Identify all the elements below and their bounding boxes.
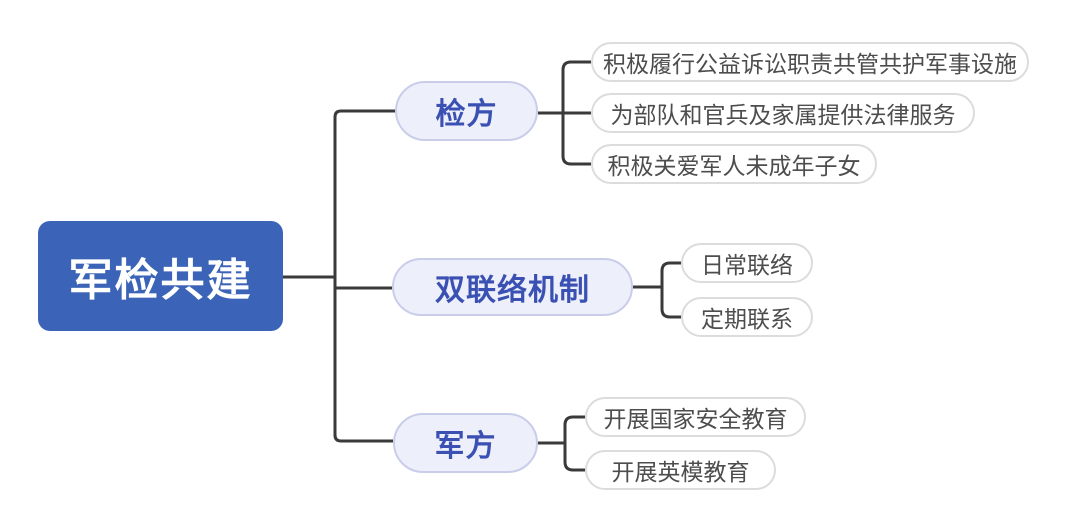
- branch-node-liaison-mechanism: 双联络机制: [392, 258, 633, 316]
- leaf-node: 日常联络: [681, 243, 813, 283]
- branch-node-military: 军方: [393, 413, 538, 473]
- root-node: 军检共建: [38, 221, 283, 331]
- leaf-node: 积极履行公益诉讼职责共管共护军事设施: [591, 42, 1029, 82]
- connector-trunk: [333, 109, 395, 443]
- leaf-node: 开展国家安全教育: [585, 397, 806, 437]
- leaf-node: 定期联系: [681, 297, 813, 337]
- connector-branch1-leaves: [561, 60, 591, 166]
- leaf-node: 积极关爱军人未成年子女: [591, 144, 877, 184]
- leaf-node: 为部队和官兵及家属提供法律服务: [591, 93, 975, 133]
- connector-branch2-leaves: [660, 261, 681, 319]
- branch-node-prosecution: 检方: [395, 81, 538, 141]
- connector-branch3-leaves: [563, 415, 585, 472]
- leaf-node: 开展英模教育: [585, 450, 776, 490]
